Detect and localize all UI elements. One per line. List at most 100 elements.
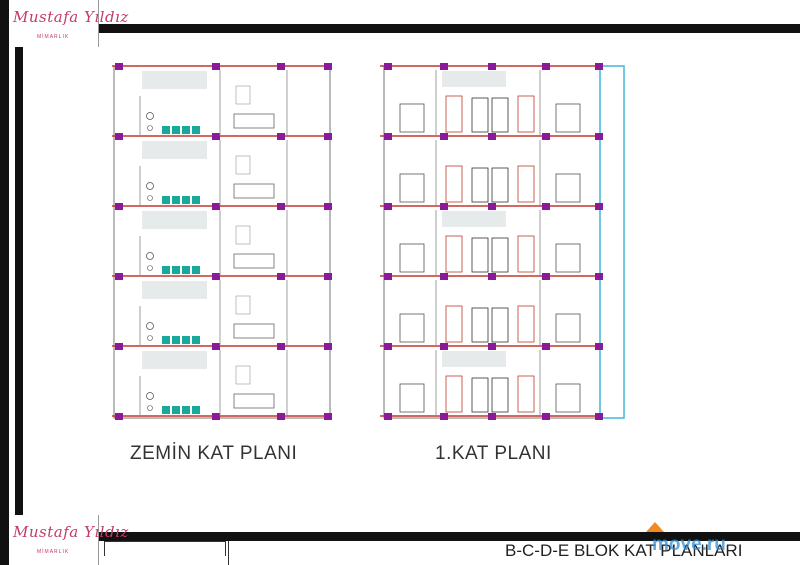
- column: [277, 343, 285, 350]
- ground-floor-title: ZEMİN KAT PLANI: [130, 443, 298, 464]
- bed: [399, 173, 425, 203]
- first-floor-title: 1.KAT PLANI: [435, 443, 552, 464]
- bed: [555, 103, 581, 133]
- column: [595, 203, 603, 210]
- column: [440, 343, 448, 350]
- bathroom: [445, 95, 463, 133]
- title-block-divider: [228, 541, 229, 565]
- kitchen-unit: [182, 126, 190, 134]
- bed: [555, 243, 581, 273]
- table: [235, 295, 251, 315]
- sink-fixture: [147, 125, 153, 131]
- column: [384, 203, 392, 210]
- column: [212, 63, 220, 70]
- kitchen-unit: [192, 196, 200, 204]
- kitchen-unit: [192, 126, 200, 134]
- door: [471, 167, 489, 203]
- column: [384, 343, 392, 350]
- balcony-outline: [599, 65, 625, 419]
- kitchen-unit: [192, 336, 200, 344]
- column: [324, 133, 332, 140]
- bed: [399, 313, 425, 343]
- column: [384, 63, 392, 70]
- column: [277, 273, 285, 280]
- wc-fixture: [146, 182, 154, 190]
- door: [491, 167, 509, 203]
- logo-top: Mustafa Yıldız MİMARLIK: [9, 0, 128, 47]
- sink-fixture: [147, 405, 153, 411]
- column: [488, 203, 496, 210]
- column: [595, 273, 603, 280]
- column: [324, 343, 332, 350]
- column: [440, 413, 448, 420]
- column: [115, 413, 123, 420]
- column: [488, 133, 496, 140]
- kitchen-unit: [172, 406, 180, 414]
- logo-bottom: Mustafa Yıldız MİMARLIK: [9, 515, 128, 565]
- column: [277, 203, 285, 210]
- column: [324, 273, 332, 280]
- bathroom: [517, 235, 535, 273]
- bathroom: [445, 235, 463, 273]
- logo-signature: Mustafa Yıldız: [13, 8, 129, 26]
- kitchen-unit: [182, 266, 190, 274]
- column: [488, 413, 496, 420]
- sink-fixture: [147, 265, 153, 271]
- bathroom: [517, 375, 535, 413]
- kitchen-unit: [192, 406, 200, 414]
- kitchen-unit: [182, 196, 190, 204]
- sheet-border-bottom: [98, 532, 800, 541]
- wc-fixture: [146, 392, 154, 400]
- kitchen-unit: [172, 196, 180, 204]
- door: [491, 377, 509, 413]
- door: [471, 377, 489, 413]
- sofa: [233, 113, 275, 129]
- column: [595, 63, 603, 70]
- door: [471, 307, 489, 343]
- title-block-cell: [104, 541, 226, 556]
- column: [384, 273, 392, 280]
- column: [115, 133, 123, 140]
- wc-fixture: [146, 322, 154, 330]
- kitchen-unit: [162, 196, 170, 204]
- column: [212, 273, 220, 280]
- sink-fixture: [147, 335, 153, 341]
- column: [440, 203, 448, 210]
- bed: [399, 243, 425, 273]
- table: [235, 225, 251, 245]
- column: [277, 413, 285, 420]
- bathroom: [445, 305, 463, 343]
- kitchen-unit: [162, 126, 170, 134]
- bathroom: [517, 95, 535, 133]
- door: [471, 237, 489, 273]
- ground-floor-outline: [113, 65, 331, 419]
- column: [277, 63, 285, 70]
- column: [115, 203, 123, 210]
- column: [277, 133, 285, 140]
- kitchen-unit: [172, 336, 180, 344]
- sheet-title: B-C-D-E BLOK KAT PLANLARI: [505, 541, 743, 560]
- door: [491, 97, 509, 133]
- column: [542, 133, 550, 140]
- column: [324, 203, 332, 210]
- door: [471, 97, 489, 133]
- column: [542, 413, 550, 420]
- column: [212, 203, 220, 210]
- sheet-border-left: [0, 0, 9, 565]
- sheet-border-top: [98, 24, 800, 33]
- column: [440, 63, 448, 70]
- sofa: [233, 323, 275, 339]
- sofa: [233, 183, 275, 199]
- sink-fixture: [147, 195, 153, 201]
- column: [595, 413, 603, 420]
- column: [212, 343, 220, 350]
- logo-subtitle-bottom: MİMARLIK: [37, 549, 70, 555]
- column: [595, 343, 603, 350]
- column: [384, 413, 392, 420]
- watermark-house-icon: [646, 522, 664, 532]
- column: [542, 63, 550, 70]
- wc-fixture: [146, 112, 154, 120]
- table: [235, 85, 251, 105]
- logo-signature-bottom: Mustafa Yıldız: [13, 523, 129, 541]
